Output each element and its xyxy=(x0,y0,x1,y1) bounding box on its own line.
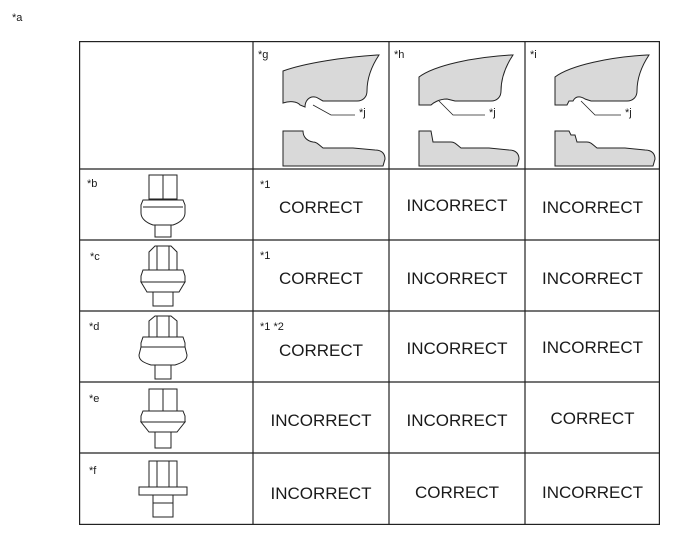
wheel-seat-section-i xyxy=(554,54,656,167)
verdict-b-g: CORRECT xyxy=(278,198,364,217)
verdict-e-g: INCORRECT xyxy=(270,411,372,430)
figure-label: *a xyxy=(12,12,23,24)
cell-f-g: INCORRECT xyxy=(253,453,389,525)
cell-e-i: CORRECT xyxy=(525,382,660,453)
callout-j-i: *j xyxy=(625,107,632,119)
cell-b-h: INCORRECT xyxy=(389,169,525,240)
cell-d-g: *1 *2 CORRECT xyxy=(253,311,389,382)
verdict-d-h: INCORRECT xyxy=(406,339,508,358)
row-label-cell-f: *f xyxy=(79,453,253,525)
cell-d-h: INCORRECT xyxy=(389,311,525,382)
callout-j-h: *j xyxy=(489,107,496,119)
header-cell-g: *g *j xyxy=(253,41,389,169)
cell-b-i: INCORRECT xyxy=(525,169,660,240)
row-tag-f: *f xyxy=(89,465,97,477)
note-d: *1 *2 xyxy=(260,321,284,333)
row-label-cell-b: *b xyxy=(79,169,253,240)
verdict-f-i: INCORRECT xyxy=(541,483,644,502)
verdict-b-i: INCORRECT xyxy=(541,198,644,217)
verdict-d-i: INCORRECT xyxy=(541,338,644,357)
cell-e-g: INCORRECT xyxy=(253,382,389,453)
row-tag-c: *c xyxy=(90,251,100,263)
cell-c-i: INCORRECT xyxy=(525,240,660,311)
verdict-e-h: INCORRECT xyxy=(406,411,508,430)
header-cell-h: *h *j xyxy=(389,41,525,169)
verdict-e-i: CORRECT xyxy=(550,409,635,428)
row-tag-e: *e xyxy=(89,393,100,405)
callout-j-g: *j xyxy=(359,107,366,119)
verdict-b-h: INCORRECT xyxy=(406,196,508,215)
row-label-cell-d: *d xyxy=(79,311,253,382)
cell-f-i: INCORRECT xyxy=(525,453,660,525)
verdict-d-g: CORRECT xyxy=(278,341,364,360)
cell-c-g: *1 CORRECT xyxy=(253,240,389,311)
column-tag-g: *g xyxy=(258,49,269,61)
cell-d-i: INCORRECT xyxy=(525,311,660,382)
nut-c-icon xyxy=(140,245,186,307)
nut-f-icon xyxy=(138,460,188,518)
row-tag-b: *b xyxy=(87,178,98,190)
cell-b-g: *1 CORRECT xyxy=(253,169,389,240)
row-label-cell-c: *c xyxy=(79,240,253,311)
note-b: *1 xyxy=(260,179,271,191)
note-c: *1 xyxy=(260,250,271,262)
nut-e-icon xyxy=(139,388,187,449)
verdict-c-i: INCORRECT xyxy=(541,269,644,288)
nut-d-icon xyxy=(138,315,188,380)
column-tag-i: *i xyxy=(530,49,537,61)
cell-c-h: INCORRECT xyxy=(389,240,525,311)
wheel-seat-section-h xyxy=(418,54,520,167)
verdict-c-g: CORRECT xyxy=(278,269,364,288)
row-tag-d: *d xyxy=(89,321,100,333)
column-tag-h: *h xyxy=(394,49,405,61)
header-cell-i: *i *j xyxy=(525,41,660,169)
row-label-cell-e: *e xyxy=(79,382,253,453)
wheel-seat-section-g xyxy=(282,54,386,167)
table-grid-lines xyxy=(79,41,660,525)
cell-e-h: INCORRECT xyxy=(389,382,525,453)
compatibility-table: *g *j *h *j *i xyxy=(79,41,660,525)
verdict-c-h: INCORRECT xyxy=(406,269,508,288)
cell-f-h: CORRECT xyxy=(389,453,525,525)
verdict-f-g: INCORRECT xyxy=(270,484,372,503)
nut-b-icon xyxy=(140,174,186,238)
verdict-f-h: CORRECT xyxy=(414,483,500,502)
